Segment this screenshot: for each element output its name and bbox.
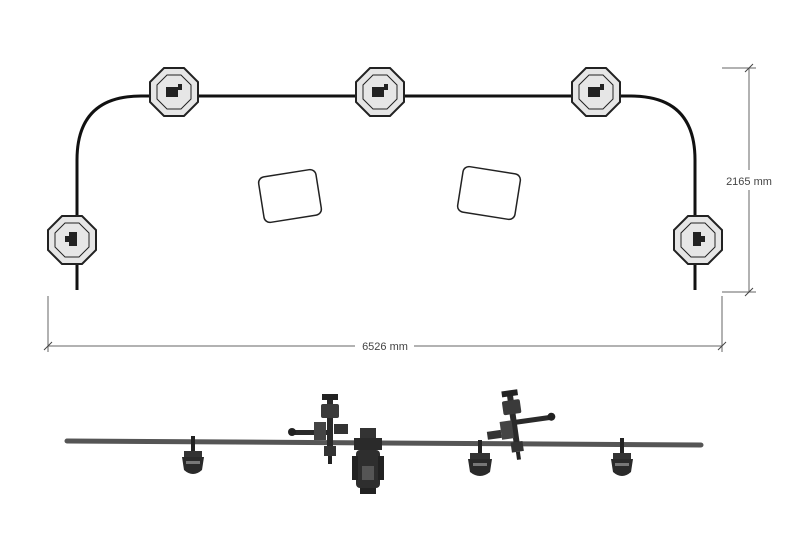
- top-mount-right: [571, 67, 621, 117]
- front-view: [64, 389, 704, 494]
- truss-bar: [64, 438, 704, 448]
- height-dimension: 2165 mm: [722, 63, 772, 297]
- height-label: 2165 mm: [726, 176, 772, 188]
- fixture-left: [182, 436, 204, 474]
- width-label: 6526 mm: [362, 341, 408, 353]
- fixture-right: [611, 438, 633, 476]
- motorized-arm-right: [486, 389, 556, 460]
- top-mount-left: [149, 67, 199, 117]
- fixture-center: [468, 440, 492, 476]
- plan-view: [47, 67, 723, 290]
- side-mount-right: [673, 215, 723, 265]
- panel-left: [257, 168, 323, 224]
- motorized-arm-left: [288, 394, 348, 464]
- side-mount-left: [47, 215, 97, 265]
- truss-arch: [75, 94, 697, 290]
- top-mount-center: [355, 67, 405, 117]
- panel-right: [456, 165, 522, 221]
- projector: [352, 428, 384, 494]
- width-dimension: 6526 mm: [43, 296, 727, 353]
